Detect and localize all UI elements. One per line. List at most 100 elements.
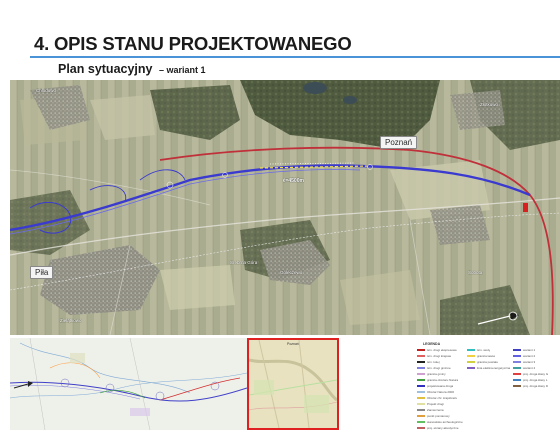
legend-text: proj. droga klasy G xyxy=(523,372,549,376)
legend-column-2: istn. wody granica lasów granica powiatu li… xyxy=(467,347,513,371)
legend-text: istn. drogi ekspresowe xyxy=(427,348,457,352)
place-zlotkowo: Złotkowo xyxy=(480,102,499,107)
legend-text: Projekt drogi xyxy=(427,402,444,406)
slide-title: 4. OPIS STANU PROJEKTOWANEGO xyxy=(34,33,352,54)
legend-symbol xyxy=(467,361,475,363)
legend-item: istn. wody xyxy=(467,347,513,353)
title-rule xyxy=(30,56,560,58)
legend-symbol xyxy=(417,421,425,423)
legend-item: granica obszaru Natura xyxy=(417,377,463,383)
legend-text: granica gminy xyxy=(427,372,446,376)
legend-item: punkt pomiarowy xyxy=(417,413,463,419)
subtitle-variant: – wariant 1 xyxy=(158,65,206,75)
legend-item: Obszar Natura 2000 xyxy=(417,389,463,395)
legend-item: projektowana droga xyxy=(417,383,463,389)
legend-text: granica lasów xyxy=(477,354,496,358)
legend-text: proj. droga klasy D xyxy=(523,384,549,388)
legend-text: granica obszaru Natura xyxy=(427,378,459,382)
overview-map-graphic xyxy=(10,338,247,430)
legend-item: Zamierzenia xyxy=(417,407,463,413)
legend-item: wariant 1 xyxy=(513,347,559,353)
legend-item: istn. drogi gminne xyxy=(417,365,463,371)
detail-inset-title: Poznań xyxy=(287,342,299,346)
place-sobota: Sobota xyxy=(468,270,483,275)
slide-subtitle: Plan sytuacyjny – wariant 1 xyxy=(58,60,205,78)
place-chlodowo: Chlodowo xyxy=(36,88,57,93)
legend-symbol xyxy=(467,349,475,351)
top-band xyxy=(0,0,560,10)
legend-text: punkt pomiarowy xyxy=(427,414,450,418)
legend-column-1: istn. drogi ekspresowe istn. drogi krajow… xyxy=(417,347,463,430)
subtitle-main: Plan sytuacyjny xyxy=(58,62,153,76)
legend-symbol xyxy=(417,355,425,357)
route-blue-line xyxy=(10,164,531,232)
aerial-map-graphic xyxy=(10,80,560,335)
route-red-line xyxy=(159,146,554,335)
legend-text: istn. drogi gminne xyxy=(427,366,451,370)
place-zielatkowo: Zielątkowo xyxy=(60,318,82,323)
legend-item: wariant 3 xyxy=(513,359,559,365)
legend-item: proj. ekrany akustyczne xyxy=(417,425,463,430)
overview-inset-map[interactable] xyxy=(10,338,247,430)
legend-symbol xyxy=(417,385,425,387)
city-label-poznan: Poznań xyxy=(380,136,418,149)
legend-item: Projekt drogi xyxy=(417,401,463,407)
legend-item: wariant 4 xyxy=(513,365,559,371)
legend-item: istn. drogi ekspresowe xyxy=(417,347,463,353)
legend-text: wariant 4 xyxy=(523,366,536,370)
legend-symbol xyxy=(417,379,425,381)
legend-symbol xyxy=(513,361,521,363)
detail-map-graphic xyxy=(249,340,337,428)
legend-item: granica powiatu xyxy=(467,359,513,365)
legend-text: istn. wody xyxy=(477,348,491,352)
legend-text: wariant 3 xyxy=(523,360,536,364)
place-srebrna-gora: Srebrna Góra xyxy=(230,260,258,265)
legend-title: LEGENDA xyxy=(423,342,441,346)
main-aerial-map[interactable]: Chlodowo Złotkowo Srebrna Góra Goleczewo… xyxy=(10,80,560,335)
detail-inset-map[interactable]: Poznań xyxy=(247,338,339,430)
legend-text: linia elektroenergetyczna xyxy=(477,366,511,370)
legend-text: istn. kolej xyxy=(427,360,440,364)
legend-item: wariant 2 xyxy=(513,353,559,359)
legend-text: projektowana droga xyxy=(427,384,454,388)
legend-item: istn. kolej xyxy=(417,359,463,365)
legend-symbol xyxy=(417,403,425,405)
legend-symbol xyxy=(513,355,521,357)
legend-text: stanowisko archeologiczne xyxy=(427,420,463,424)
legend-item: granica lasów xyxy=(467,353,513,359)
legend-text: proj. ekrany akustyczne xyxy=(427,426,459,430)
city-label-pila: Piła xyxy=(30,266,54,279)
legend-item: stanowisko archeologiczne xyxy=(417,419,463,425)
distance-label: ℓ=4500m xyxy=(283,178,304,184)
legend-symbol xyxy=(417,397,425,399)
legend-symbol xyxy=(467,367,475,369)
legend-text: Obszar Natura 2000 xyxy=(427,390,455,394)
legend-item: linia elektroenergetyczna xyxy=(467,365,513,371)
legend-symbol xyxy=(417,427,425,429)
legend-text: granica powiatu xyxy=(477,360,499,364)
legend-item: proj. droga klasy L xyxy=(513,377,559,383)
legend-text: Zamierzenia xyxy=(427,408,444,412)
legend-symbol xyxy=(417,349,425,351)
legend-symbol xyxy=(513,349,521,351)
legend-symbol xyxy=(417,373,425,375)
north-arrow-icon xyxy=(477,311,519,325)
legend-symbol xyxy=(417,391,425,393)
legend-text: istn. drogi krajowe xyxy=(427,354,452,358)
legend-symbol xyxy=(417,409,425,411)
place-goleczewo: Goleczewo xyxy=(280,270,303,275)
legend-item: Obszar chr. krajobrazu xyxy=(417,395,463,401)
legend-symbol xyxy=(417,367,425,369)
legend-text: wariant 2 xyxy=(523,354,536,358)
legend-symbol xyxy=(417,361,425,363)
legend-symbol xyxy=(417,415,425,417)
legend-symbol xyxy=(513,367,521,369)
legend-symbol xyxy=(513,379,521,381)
legend-item: proj. droga klasy G xyxy=(513,371,559,377)
legend-text: proj. droga klasy L xyxy=(523,378,548,382)
legend-symbol xyxy=(467,355,475,357)
legend-symbol xyxy=(513,373,521,375)
legend-item: granica gminy xyxy=(417,371,463,377)
